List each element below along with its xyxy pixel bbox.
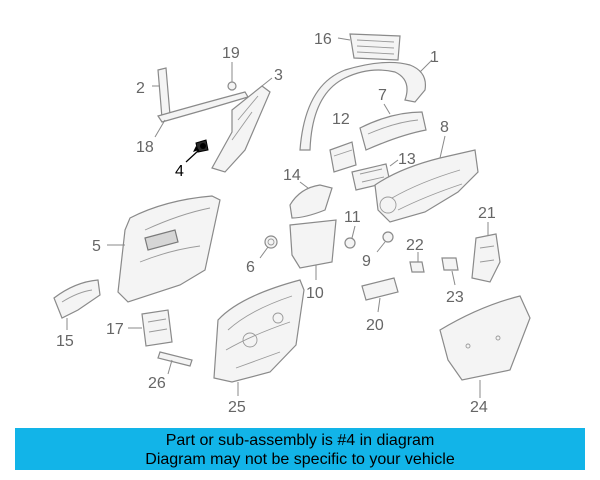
info-banner: Part or sub-assembly is #4 in diagram Di… bbox=[15, 428, 585, 470]
callout-6: 6 bbox=[246, 259, 255, 276]
callout-24: 24 bbox=[470, 399, 488, 416]
callout-7: 7 bbox=[378, 87, 387, 104]
part-4 bbox=[185, 139, 209, 163]
part-1 bbox=[299, 59, 433, 151]
part-22 bbox=[409, 252, 425, 273]
part-23 bbox=[441, 257, 459, 286]
callout-10: 10 bbox=[306, 285, 324, 302]
callout-11: 11 bbox=[344, 209, 361, 226]
part-10 bbox=[289, 219, 337, 280]
part-17 bbox=[128, 309, 173, 347]
callout-8: 8 bbox=[440, 119, 449, 136]
part-8 bbox=[374, 135, 479, 223]
callout-16: 16 bbox=[314, 31, 332, 48]
part-12 bbox=[329, 141, 357, 173]
part-15 bbox=[53, 279, 101, 330]
callout-25: 25 bbox=[228, 399, 246, 416]
callout-14: 14 bbox=[283, 167, 301, 184]
callout-17: 17 bbox=[106, 321, 124, 338]
callout-5: 5 bbox=[92, 238, 101, 255]
banner-line-1: Part or sub-assembly is #4 in diagram bbox=[165, 432, 435, 449]
callout-9: 9 bbox=[362, 253, 371, 270]
callout-labels: 16 1 19 2 3 7 12 8 18 4 13 14 11 21 5 22… bbox=[56, 31, 496, 416]
callout-22: 22 bbox=[406, 237, 424, 254]
part-2 bbox=[152, 67, 171, 119]
callout-23: 23 bbox=[446, 289, 464, 306]
part-3 bbox=[211, 77, 273, 173]
callout-18: 18 bbox=[136, 139, 154, 156]
part-20 bbox=[361, 277, 399, 313]
part-25 bbox=[213, 279, 305, 396]
callout-2: 2 bbox=[136, 80, 145, 97]
callout-20: 20 bbox=[366, 317, 384, 334]
part-11 bbox=[344, 225, 356, 249]
part-19 bbox=[227, 62, 237, 91]
part-26 bbox=[157, 351, 193, 375]
part-5 bbox=[107, 195, 221, 303]
part-14 bbox=[289, 181, 333, 219]
part-16 bbox=[337, 33, 401, 61]
callout-12: 12 bbox=[332, 111, 350, 128]
callout-3: 3 bbox=[274, 67, 283, 84]
callout-13: 13 bbox=[398, 151, 416, 168]
part-9 bbox=[376, 231, 394, 253]
callout-26: 26 bbox=[148, 375, 166, 392]
callout-19: 19 bbox=[222, 45, 240, 62]
callout-1: 1 bbox=[430, 49, 439, 66]
part-24 bbox=[439, 295, 531, 398]
part-7 bbox=[359, 103, 427, 151]
callout-4: 4 bbox=[175, 163, 184, 180]
callout-15: 15 bbox=[56, 333, 74, 350]
banner-line-2: Diagram may not be specific to your vehi… bbox=[145, 451, 455, 468]
callout-21: 21 bbox=[478, 205, 496, 222]
part-6 bbox=[259, 235, 278, 259]
part-21 bbox=[471, 222, 501, 283]
